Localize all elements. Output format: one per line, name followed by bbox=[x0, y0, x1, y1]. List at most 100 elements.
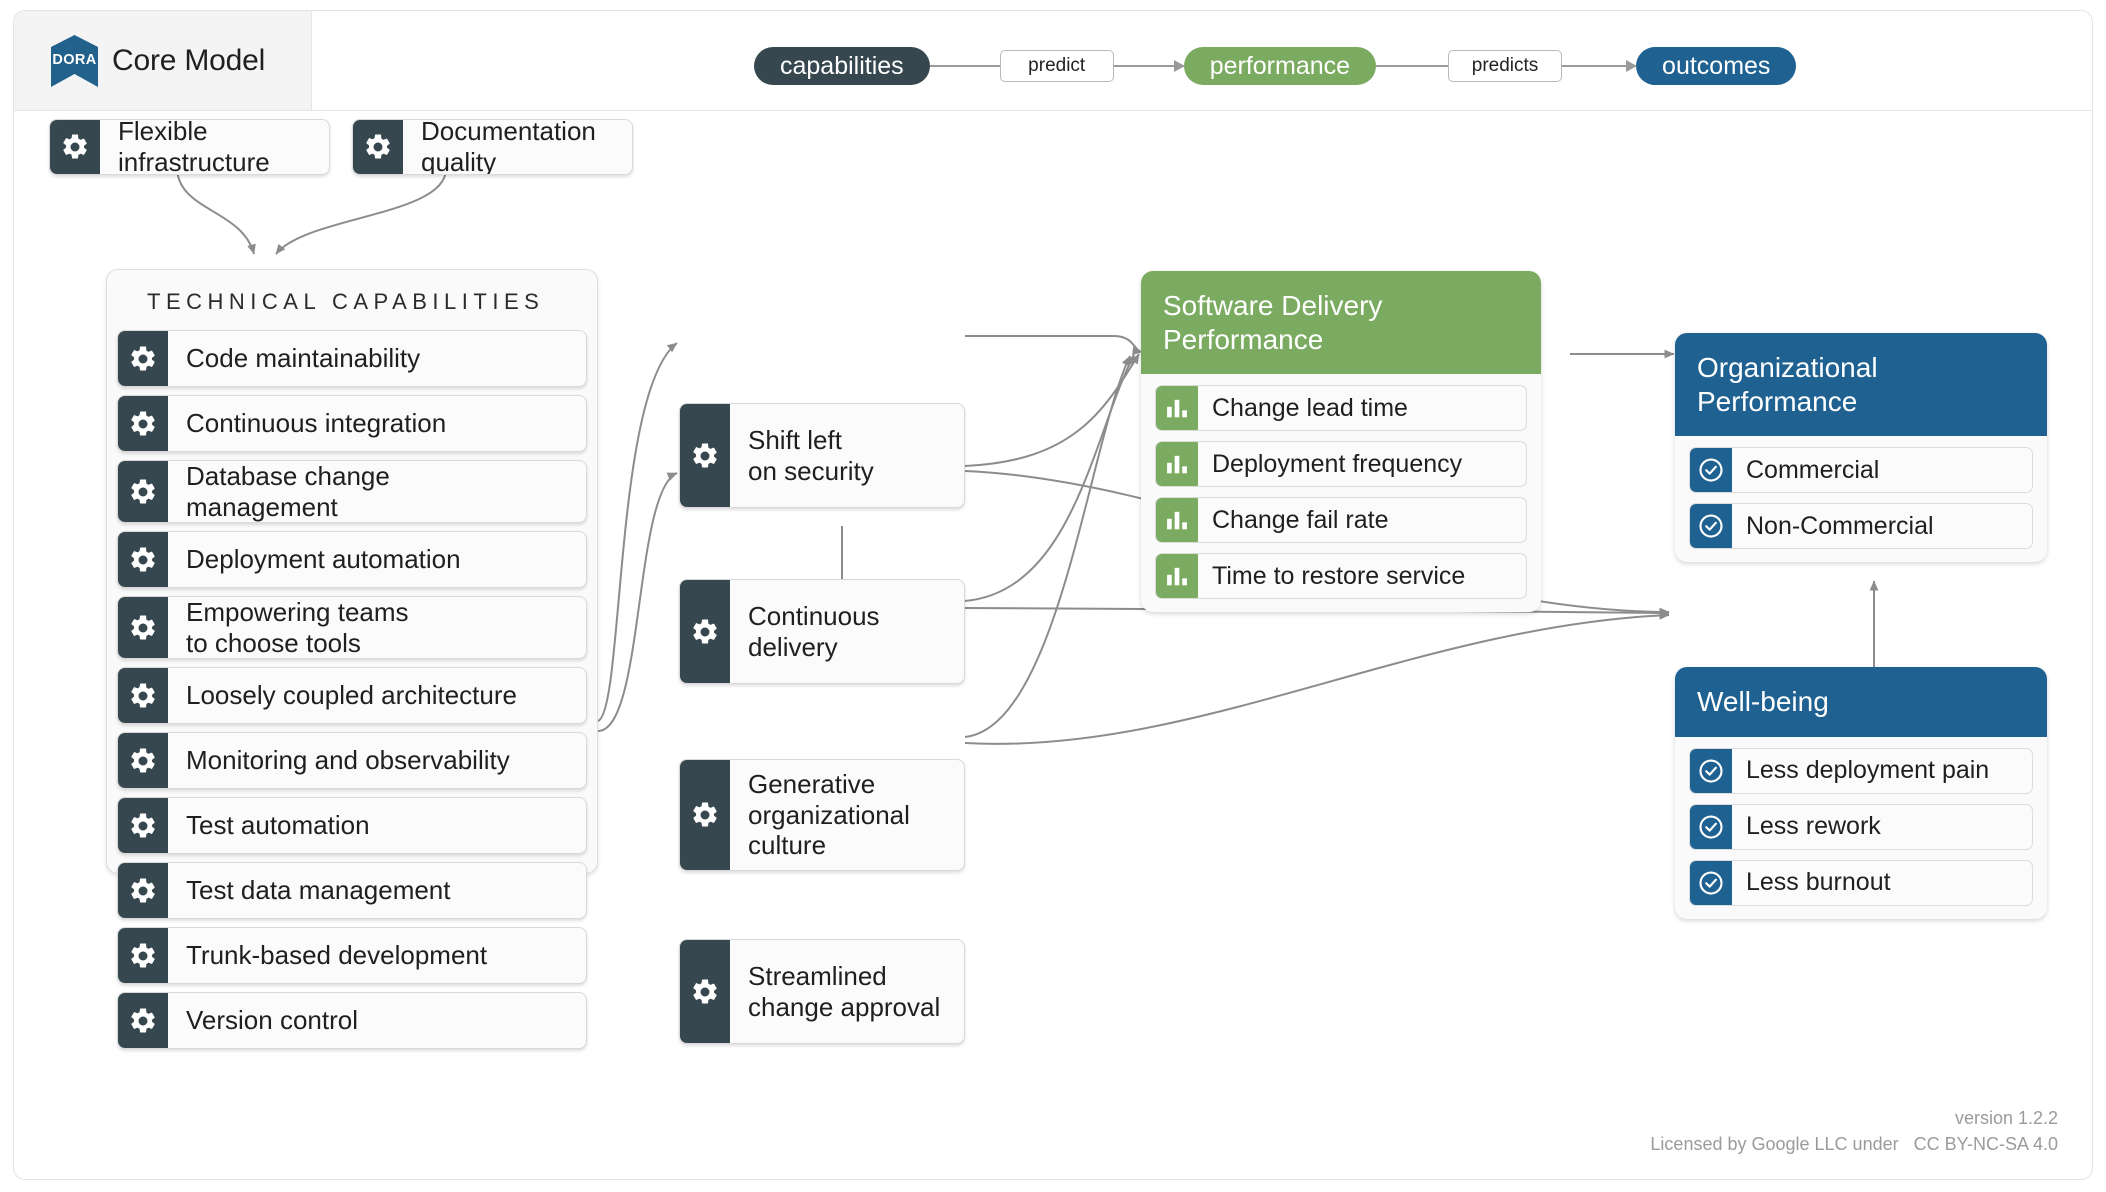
software-delivery-performance-panel: Software Delivery Performance Change lea… bbox=[1141, 271, 1541, 613]
pipeline-predict-label-1: predict bbox=[999, 50, 1114, 82]
list-item[interactable]: Time to restore service bbox=[1155, 553, 1527, 600]
technical-capabilities-list: Code maintainability Continuous integrat… bbox=[107, 330, 597, 1057]
gear-icon bbox=[118, 396, 168, 451]
gear-icon bbox=[118, 331, 168, 386]
list-item[interactable]: Deployment frequency bbox=[1155, 441, 1527, 488]
list-item-label: Continuous integration bbox=[186, 408, 447, 439]
gear-icon bbox=[118, 993, 168, 1048]
list-item-label: Less deployment pain bbox=[1746, 756, 1990, 785]
list-item-label: Deployment automation bbox=[186, 544, 461, 575]
list-item[interactable]: Less deployment pain bbox=[1689, 747, 2033, 794]
pipeline-flow: capabilities predict performance predict… bbox=[754, 47, 1797, 85]
list-item[interactable]: Test automation bbox=[117, 797, 587, 854]
list-item[interactable]: Empowering teams to choose tools bbox=[117, 596, 587, 659]
node-continuous-delivery[interactable]: Continuous delivery bbox=[679, 579, 965, 684]
list-item-label: Test automation bbox=[186, 810, 370, 841]
list-item[interactable]: Code maintainability bbox=[117, 330, 587, 387]
list-item[interactable]: Non-Commercial bbox=[1689, 503, 2033, 550]
list-item[interactable]: Loosely coupled architecture bbox=[117, 667, 587, 724]
list-item[interactable]: Trunk-based development bbox=[117, 927, 587, 984]
node-flexible-infrastructure[interactable]: Flexible infrastructure bbox=[49, 119, 330, 175]
check-circle-icon bbox=[1690, 504, 1732, 549]
list-item[interactable]: Change fail rate bbox=[1155, 497, 1527, 544]
node-label: Flexible infrastructure bbox=[118, 119, 270, 175]
list-item[interactable]: Version control bbox=[117, 992, 587, 1049]
list-item-label: Loosely coupled architecture bbox=[186, 680, 517, 711]
technical-capabilities-heading: TECHNICAL CAPABILITIES bbox=[147, 289, 545, 314]
gear-icon bbox=[118, 668, 168, 723]
node-label: Streamlined change approval bbox=[748, 960, 941, 1022]
list-item-label: Less rework bbox=[1746, 812, 1881, 841]
list-item[interactable]: Monitoring and observability bbox=[117, 732, 587, 789]
panel-body: Commercial Non-Commercial bbox=[1675, 436, 2047, 562]
node-label: Generative organizational culture bbox=[748, 768, 910, 861]
license-link[interactable]: CC BY-NC-SA 4.0 bbox=[1913, 1133, 2058, 1154]
list-item[interactable]: Deployment automation bbox=[117, 531, 587, 588]
well-being-panel: Well-being Less deployment pain Less rew… bbox=[1675, 667, 2047, 919]
pipeline-connector-3 bbox=[1376, 65, 1449, 67]
panel-title: Well-being bbox=[1675, 667, 2047, 737]
gear-icon bbox=[353, 120, 403, 174]
list-item[interactable]: Change lead time bbox=[1155, 385, 1527, 432]
list-item-label: Monitoring and observability bbox=[186, 745, 510, 776]
version-text: version 1.2.2 bbox=[1954, 1107, 2058, 1128]
node-generative-organizational-culture[interactable]: Generative organizational culture bbox=[679, 759, 965, 871]
list-item-label: Non-Commercial bbox=[1746, 511, 1934, 540]
gear-icon bbox=[118, 928, 168, 983]
panel-body: Less deployment pain Less rework Less bu… bbox=[1675, 737, 2047, 919]
check-circle-icon bbox=[1690, 860, 1732, 905]
bar-chart-icon bbox=[1156, 442, 1198, 487]
footer: version 1.2.2 Licensed by Google LLC und… bbox=[1650, 1105, 2058, 1157]
list-item-label: Deployment frequency bbox=[1212, 449, 1463, 478]
bar-chart-icon bbox=[1156, 386, 1198, 431]
dora-logo-icon: DORA bbox=[51, 34, 98, 87]
node-label: Continuous delivery bbox=[748, 600, 880, 662]
gear-icon bbox=[50, 120, 100, 174]
gear-icon bbox=[680, 580, 730, 683]
header-bar: DORA Core Model capabilities predict per… bbox=[14, 11, 2092, 111]
pipeline-connector-1 bbox=[929, 65, 1000, 67]
pipeline-predict-label-2: predicts bbox=[1448, 50, 1563, 82]
node-streamlined-change-approval[interactable]: Streamlined change approval bbox=[679, 939, 965, 1044]
pipeline-connector-2 bbox=[1113, 60, 1185, 72]
check-circle-icon bbox=[1690, 748, 1732, 793]
organizational-performance-panel: Organizational Performance Commercial No… bbox=[1675, 333, 2047, 563]
licensed-by-text: Licensed by Google LLC under bbox=[1650, 1133, 1899, 1154]
list-item-label: Commercial bbox=[1746, 455, 1880, 484]
list-item-label: Test data management bbox=[186, 875, 451, 906]
check-circle-icon bbox=[1690, 448, 1732, 493]
list-item-label: Change lead time bbox=[1212, 393, 1408, 422]
panel-title: Software Delivery Performance bbox=[1141, 271, 1541, 375]
technical-capabilities-panel: TECHNICAL CAPABILITIES Code maintainabil… bbox=[106, 269, 598, 1049]
gear-icon bbox=[680, 940, 730, 1043]
list-item[interactable]: Less burnout bbox=[1689, 859, 2033, 906]
pipeline-connector-4 bbox=[1562, 60, 1638, 72]
gear-icon bbox=[680, 760, 730, 870]
list-item[interactable]: Database change management bbox=[117, 460, 587, 523]
gear-icon bbox=[118, 863, 168, 918]
list-item-label: Time to restore service bbox=[1212, 561, 1466, 590]
list-item-label: Database change management bbox=[186, 461, 390, 522]
node-documentation-quality[interactable]: Documentation quality bbox=[352, 119, 633, 175]
bar-chart-icon bbox=[1156, 554, 1198, 599]
gear-icon bbox=[118, 532, 168, 587]
pipeline-outcomes-pill[interactable]: outcomes bbox=[1636, 47, 1797, 85]
pipeline-capabilities-pill[interactable]: capabilities bbox=[754, 47, 930, 85]
gear-icon bbox=[680, 404, 730, 507]
panel-title: Organizational Performance bbox=[1675, 333, 2047, 437]
list-item[interactable]: Less rework bbox=[1689, 803, 2033, 850]
gear-icon bbox=[118, 461, 168, 522]
list-item-label: Change fail rate bbox=[1212, 505, 1389, 534]
list-item-label: Empowering teams to choose tools bbox=[186, 597, 409, 658]
list-item[interactable]: Commercial bbox=[1689, 447, 2033, 494]
license-row: Licensed by Google LLC under CC BY-NC-SA… bbox=[1650, 1131, 2058, 1157]
list-item[interactable]: Continuous integration bbox=[117, 395, 587, 452]
bar-chart-icon bbox=[1156, 498, 1198, 543]
list-item-label: Code maintainability bbox=[186, 343, 421, 374]
list-item[interactable]: Test data management bbox=[117, 862, 587, 919]
node-shift-left-on-security[interactable]: Shift left on security bbox=[679, 403, 965, 508]
list-item-label: Version control bbox=[186, 1005, 358, 1036]
pipeline-performance-pill[interactable]: performance bbox=[1183, 47, 1377, 85]
brand-block: DORA Core Model bbox=[14, 11, 312, 110]
